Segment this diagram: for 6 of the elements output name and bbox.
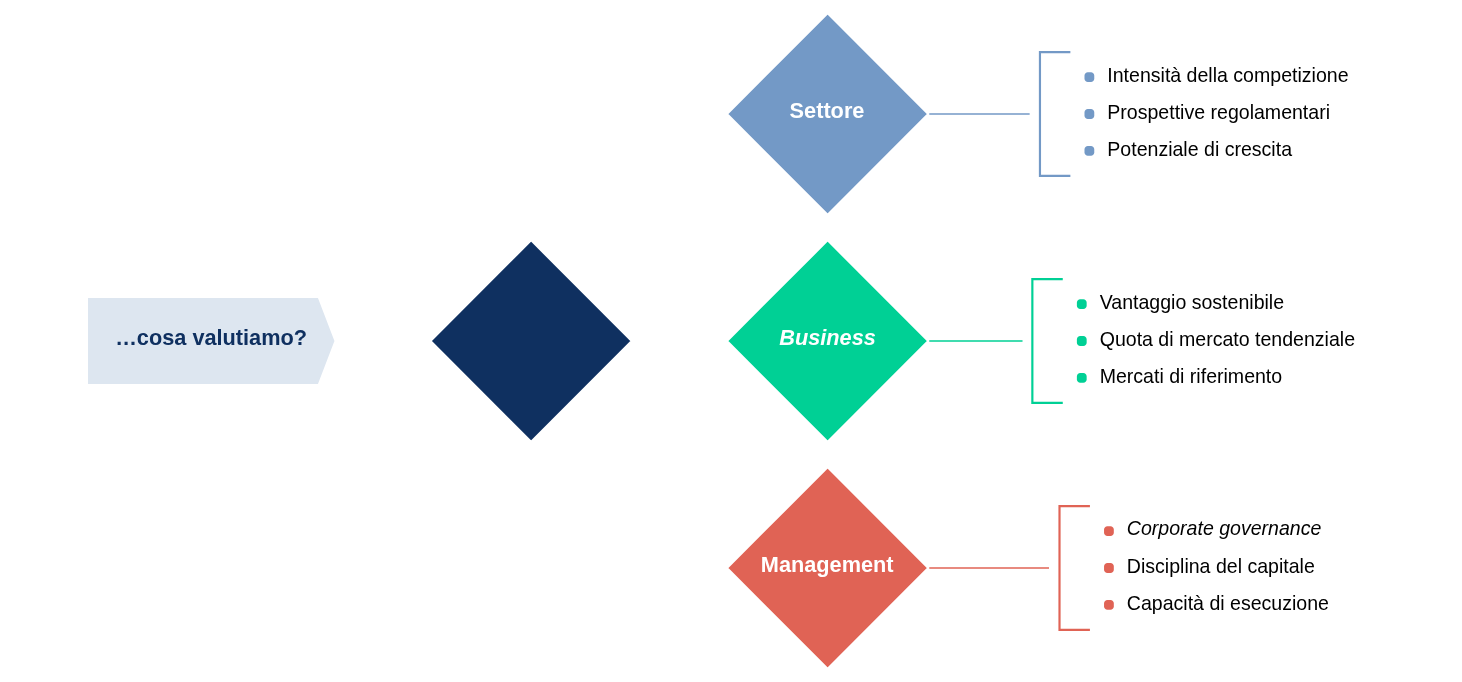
node-text: Vantaggio sostenibile Quota di mercato tendenziale Mercati di riferimento [1099, 290, 1355, 387]
connector [927, 567, 1050, 569]
connector [927, 340, 1023, 342]
node-text: Corporate governance Disciplina del capitale Capacità di esecuzione [1126, 516, 1329, 614]
connector [927, 113, 1030, 115]
node-text: Intensità della competizione Prospettive regolamentari Potenziale di crescita [1106, 63, 1349, 160]
